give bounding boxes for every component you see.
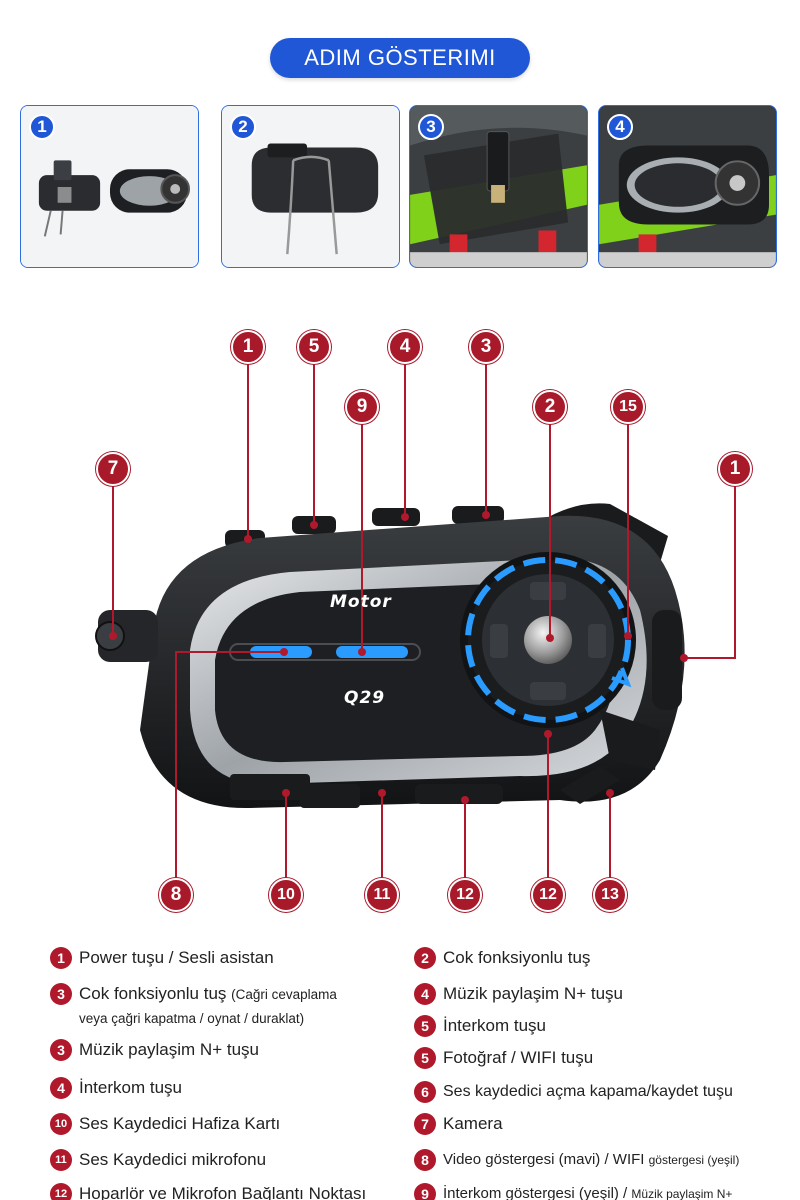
legend-text: Ses Kaydedici mikrofonu bbox=[79, 1150, 267, 1169]
legend-text: Video göstergesi (mavi) / WIFI gösterges… bbox=[443, 1148, 739, 1172]
callout-bottom-12b: 12 bbox=[531, 878, 565, 912]
legend-number: 5 bbox=[414, 1015, 436, 1037]
legend-text: Power tuşu / Sesli asistan bbox=[79, 948, 274, 967]
legend-number: 3 bbox=[50, 983, 72, 1005]
legend-text-small: Müzik paylaşim N+ bbox=[631, 1187, 733, 1200]
callout-top-3: 3 bbox=[469, 330, 503, 364]
legend-item: 3 Müzik paylaşim N+ tuşu bbox=[50, 1038, 259, 1062]
callout-bottom-8: 8 bbox=[159, 878, 193, 912]
legend-number: 5 bbox=[414, 1047, 436, 1069]
step-4-photo bbox=[599, 106, 776, 267]
callout-bottom-11: 11 bbox=[365, 878, 399, 912]
step-badge-1: 1 bbox=[29, 114, 55, 140]
legend-text-sub: veya çağri kapatma / oynat / duraklat) bbox=[79, 1011, 305, 1026]
device-brand-label: Motor bbox=[330, 592, 392, 612]
device-illustration bbox=[95, 362, 736, 878]
legend-text: Müzik paylaşim N+ tuşu bbox=[443, 984, 623, 1003]
legend-number: 2 bbox=[414, 947, 436, 969]
legend-number: 11 bbox=[50, 1149, 72, 1171]
legend-item: 9 İnterkom göstergesi (yeşil) / Müzik pa… bbox=[414, 1182, 732, 1200]
legend-text: Ses kaydedici açma kapama/kaydet tuşu bbox=[443, 1083, 733, 1100]
legend-text: İnterkom göstergesi (yeşil) / Müzik payl… bbox=[443, 1182, 732, 1200]
legend-text: Cok fonksiyonlu tuş bbox=[443, 948, 591, 967]
callout-top-1: 1 bbox=[231, 330, 265, 364]
step-card-2: 2 bbox=[221, 105, 400, 268]
step-badge-2: 2 bbox=[230, 114, 256, 140]
legend-text: Fotoğraf / WIFI tuşu bbox=[443, 1048, 594, 1067]
step-1-photo bbox=[21, 106, 198, 267]
legend-item: 12 Hoparlör ve Mikrofon Bağlantı Noktası bbox=[50, 1182, 366, 1200]
legend-item: 11 Ses Kaydedici mikrofonu bbox=[50, 1148, 266, 1172]
callout-mid-15: 15 bbox=[611, 390, 645, 424]
legend-item: 5 İnterkom tuşu bbox=[414, 1014, 546, 1038]
legend-number: 1 bbox=[50, 947, 72, 969]
legend-number: 4 bbox=[414, 983, 436, 1005]
callout-bottom-10: 10 bbox=[269, 878, 303, 912]
legend-number: 8 bbox=[414, 1149, 436, 1171]
callout-top-5: 5 bbox=[297, 330, 331, 364]
legend-number: 12 bbox=[50, 1183, 72, 1200]
legend-text-small: (Cağri cevaplama bbox=[231, 987, 337, 1002]
legend-number: 3 bbox=[50, 1039, 72, 1061]
legend-item: 4 Müzik paylaşim N+ tuşu bbox=[414, 982, 623, 1006]
legend-text-main: İnterkom göstergesi (yeşil) / bbox=[443, 1185, 628, 1200]
legend-text-main: Cok fonksiyonlu tuş bbox=[79, 984, 227, 1003]
legend-number: 4 bbox=[50, 1077, 72, 1099]
step-badge-3: 3 bbox=[418, 114, 444, 140]
callout-right-1: 1 bbox=[718, 452, 752, 486]
callout-top-4: 4 bbox=[388, 330, 422, 364]
legend-number: 9 bbox=[414, 1183, 436, 1200]
step-card-1: 1 bbox=[20, 105, 199, 268]
callout-mid-9: 9 bbox=[345, 390, 379, 424]
callout-bottom-13: 13 bbox=[593, 878, 627, 912]
legend-item: 5 Fotoğraf / WIFI tuşu bbox=[414, 1046, 593, 1070]
legend-item: 3 Cok fonksiyonlu tuş (Cağri cevaplama v… bbox=[50, 982, 337, 1031]
callout-left-7: 7 bbox=[96, 452, 130, 486]
legend-text: Ses Kaydedici Hafiza Kartı bbox=[79, 1114, 281, 1133]
legend-item: 7 Kamera bbox=[414, 1112, 503, 1136]
callout-mid-2: 2 bbox=[533, 390, 567, 424]
legend-text: İnterkom tuşu bbox=[443, 1016, 546, 1035]
legend-item: 2 Cok fonksiyonlu tuş bbox=[414, 946, 590, 970]
step-badge-4: 4 bbox=[607, 114, 633, 140]
legend-text: Cok fonksiyonlu tuş (Cağri cevaplama vey… bbox=[79, 982, 337, 1031]
step-card-3: 3 bbox=[409, 105, 588, 268]
legend-item: 4 İnterkom tuşu bbox=[50, 1076, 182, 1100]
device-diagram: Motor Q29 1 5 4 3 9 2 15 7 1 8 10 11 12 … bbox=[0, 290, 800, 930]
legend-text: Hoparlör ve Mikrofon Bağlantı Noktası bbox=[79, 1184, 367, 1200]
page-title: ADIM GÖSTERIMI bbox=[270, 38, 530, 78]
legend-text-small: göstergesi (yeşil) bbox=[648, 1153, 740, 1167]
legend-item: 6 Ses kaydedici açma kapama/kaydet tuşu bbox=[414, 1080, 733, 1104]
legend-text: Kamera bbox=[443, 1114, 503, 1133]
legend-item: 10 Ses Kaydedici Hafiza Kartı bbox=[50, 1112, 280, 1136]
legend-text: İnterkom tuşu bbox=[79, 1078, 182, 1097]
legend-item: 8 Video göstergesi (mavi) / WIFI gösterg… bbox=[414, 1148, 739, 1172]
legend-text: Müzik paylaşim N+ tuşu bbox=[79, 1040, 259, 1059]
legend-item: 1 Power tuşu / Sesli asistan bbox=[50, 946, 274, 970]
device-model-label: Q29 bbox=[344, 688, 386, 708]
step-card-4: 4 bbox=[598, 105, 777, 268]
legend-number: 7 bbox=[414, 1113, 436, 1135]
legend-text-main: Video göstergesi (mavi) / WIFI bbox=[443, 1151, 645, 1168]
legend-number: 6 bbox=[414, 1081, 436, 1103]
legend-number: 10 bbox=[50, 1113, 72, 1135]
callout-bottom-12a: 12 bbox=[448, 878, 482, 912]
